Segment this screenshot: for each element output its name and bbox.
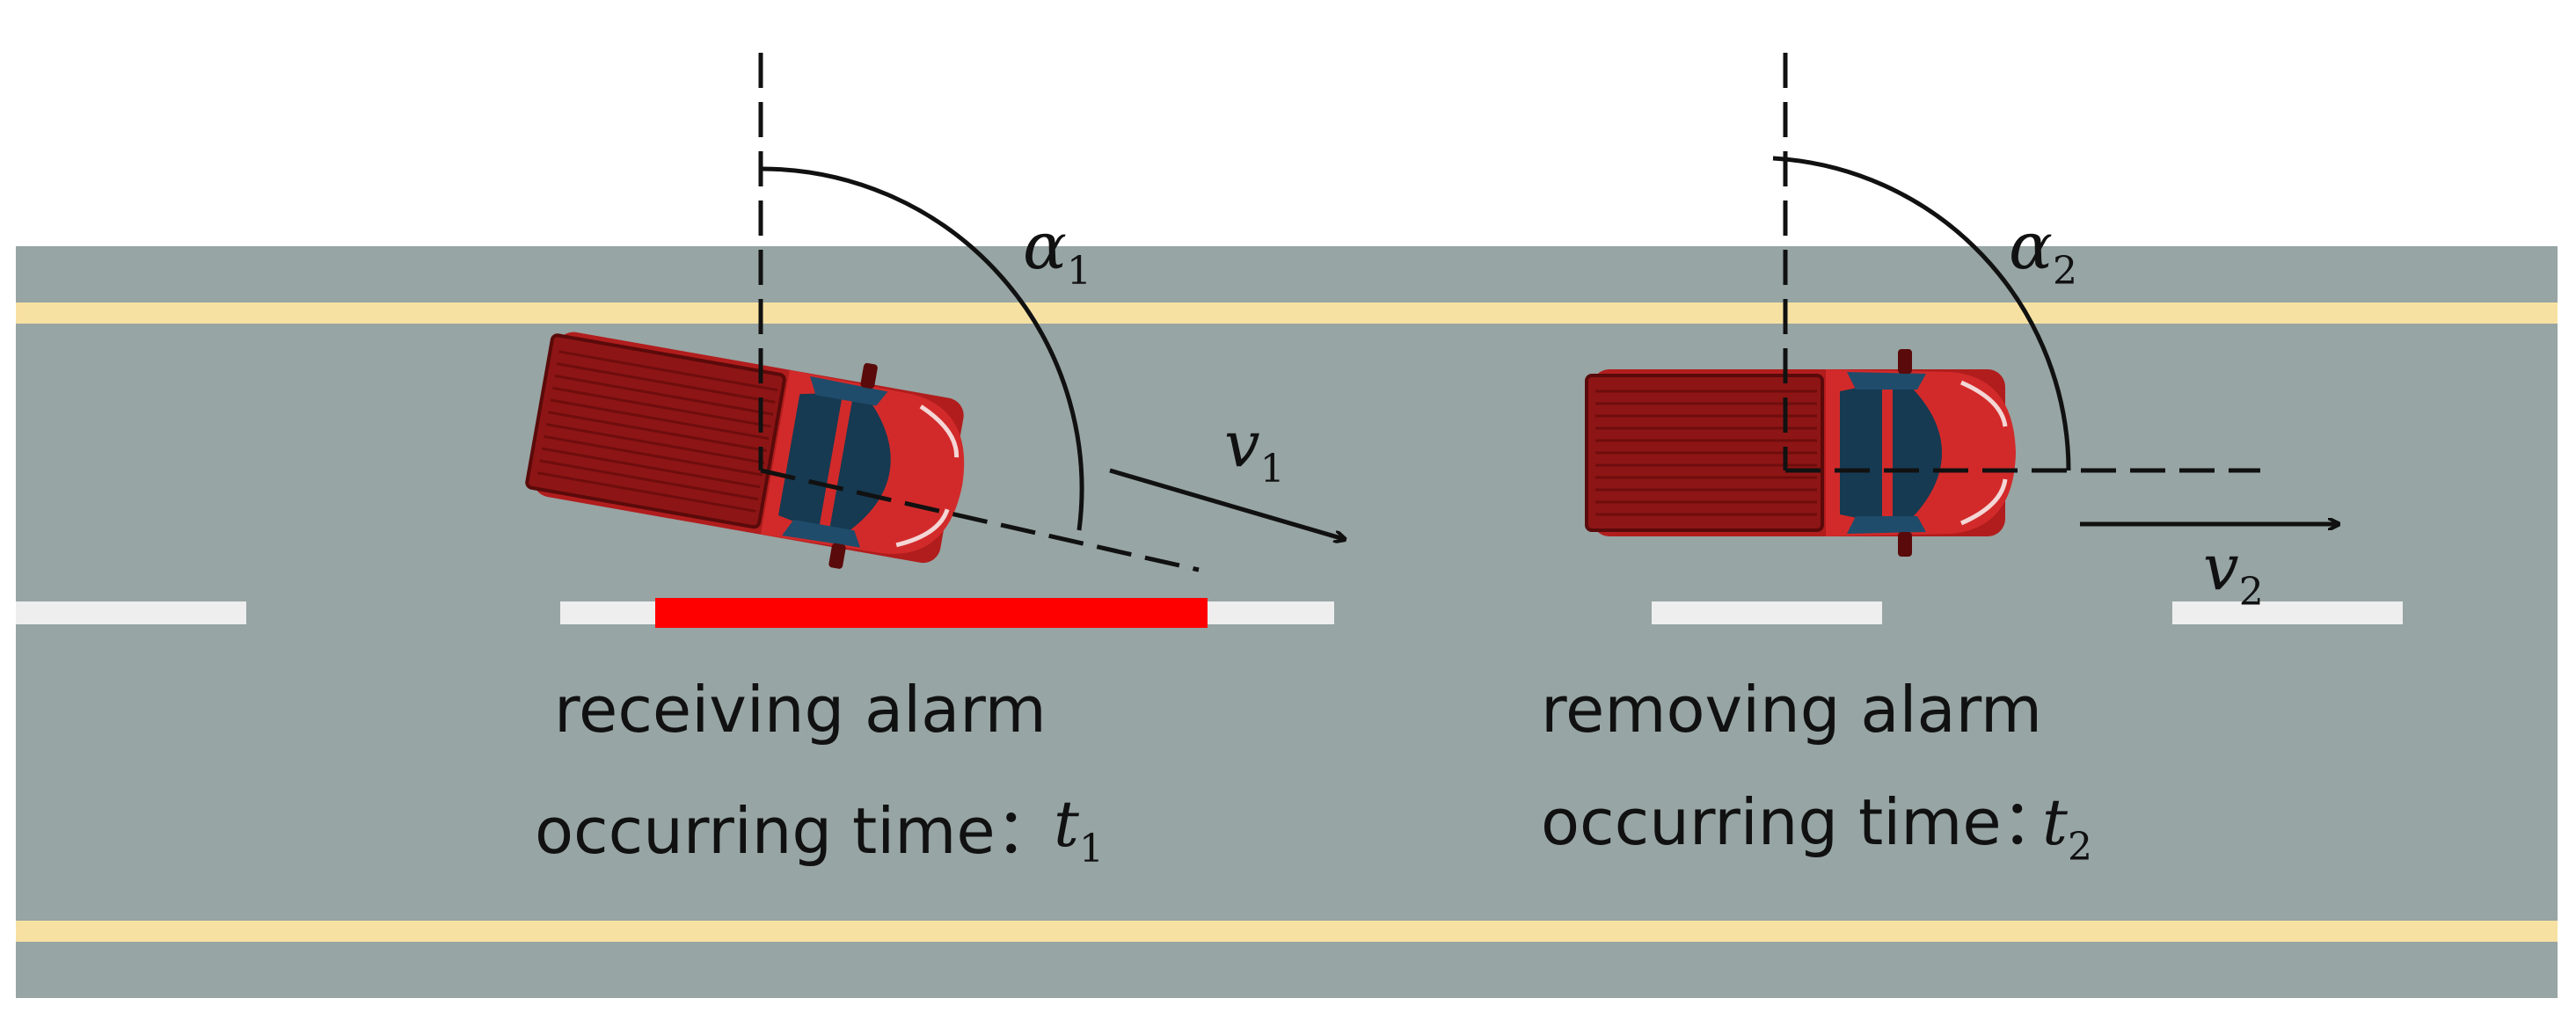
pickup-truck-icon [1587,349,2016,557]
road-edge-line-top [16,302,2558,324]
lane-dash [1652,601,1882,624]
alarm-zone-marker [655,598,1208,628]
road-edge-line-bottom [16,921,2558,942]
scene2-annotations [1772,53,2338,524]
angle-label-2: α2 [2009,208,2077,294]
lane-dash [2172,601,2403,624]
caption-1-line2: occurring time： [535,794,1059,868]
angle-label-1: α1 [1023,208,1091,294]
heading-line [760,468,1200,572]
caption-2-line2: occurring time： [1541,785,2065,859]
lane-dash [16,601,246,624]
time-label-1: t1 [1054,787,1104,871]
angle-arc [1772,156,2071,471]
velocity-arrow [1109,468,1344,539]
caption-1-line1: receiving alarm [554,673,1047,747]
angle-arc [760,166,1084,531]
caption-2-line1: removing alarm [1541,673,2042,747]
time-label-2: t2 [2042,785,2092,870]
scene1-annotations [758,53,1344,572]
velocity-label-1: v1 [1224,407,1285,492]
velocity-label-2: v2 [2203,530,2264,615]
